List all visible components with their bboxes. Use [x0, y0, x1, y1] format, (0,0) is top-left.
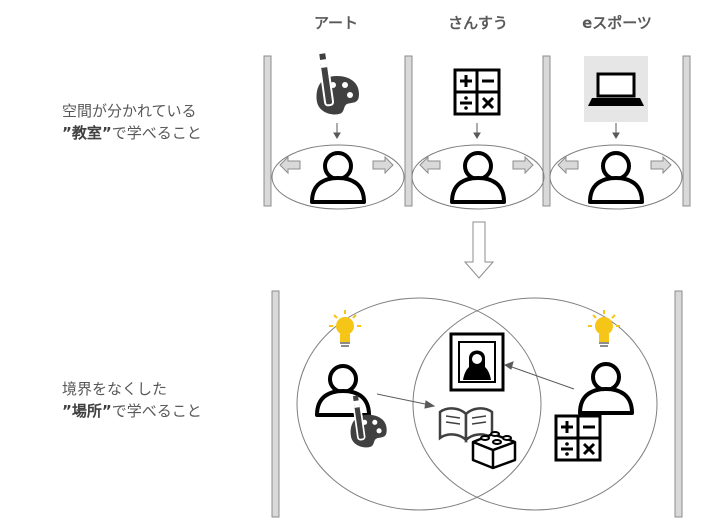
- person-icon: [310, 151, 366, 204]
- top-section-label: 空間が分かれている ”教室”で学べること: [62, 100, 202, 144]
- top-section-line1: 空間が分かれている: [62, 102, 197, 120]
- down-arrow-icon: [333, 123, 620, 139]
- bottom-section-line1: 境界をなくした: [62, 380, 168, 398]
- wall-bar-right: [674, 290, 683, 518]
- top-section-bold: ”教室”: [62, 124, 112, 142]
- top-section-line2: ”教室”で学べること: [62, 122, 202, 144]
- thin-arrow-icon: [376, 361, 575, 409]
- bottom-section-label: 境界をなくした ”場所”で学べること: [62, 378, 202, 422]
- wall-bar-2: [404, 55, 413, 207]
- palette-icon: [315, 52, 360, 116]
- top-section-rest: で学べること: [111, 124, 202, 142]
- wall-bar-3: [542, 55, 551, 207]
- column-header-math: さんすう: [448, 14, 508, 32]
- lightbulb-icon: [587, 309, 621, 348]
- laptop-icon: [584, 56, 648, 122]
- bottom-section-line2: ”場所”で学べること: [62, 400, 202, 422]
- open-book-icon: [438, 407, 494, 444]
- classroom-ellipse-art: [271, 144, 405, 210]
- open-space-circle-left: [296, 297, 542, 511]
- wall-bar-left: [271, 290, 280, 518]
- transition-arrow-icon: [463, 221, 495, 279]
- math-operators-icon: [554, 414, 602, 462]
- wall-bar-1: [263, 55, 272, 207]
- column-header-art: アート: [313, 14, 359, 32]
- classroom-ellipse-math: [411, 144, 545, 210]
- bottom-section-rest: で学べること: [111, 402, 202, 420]
- building-block-icon: [471, 431, 517, 470]
- portrait-frame-icon: [449, 332, 505, 392]
- open-space-circle-right: [412, 297, 658, 511]
- math-operators-icon: [453, 68, 501, 116]
- column-header-esports: eスポーツ: [582, 14, 652, 32]
- wall-bar-4: [682, 55, 691, 207]
- person-icon: [588, 151, 644, 204]
- bottom-section-bold: ”場所”: [62, 402, 112, 420]
- classroom-ellipse-esports: [549, 144, 683, 210]
- person-icon: [578, 362, 634, 415]
- person-icon: [450, 151, 506, 204]
